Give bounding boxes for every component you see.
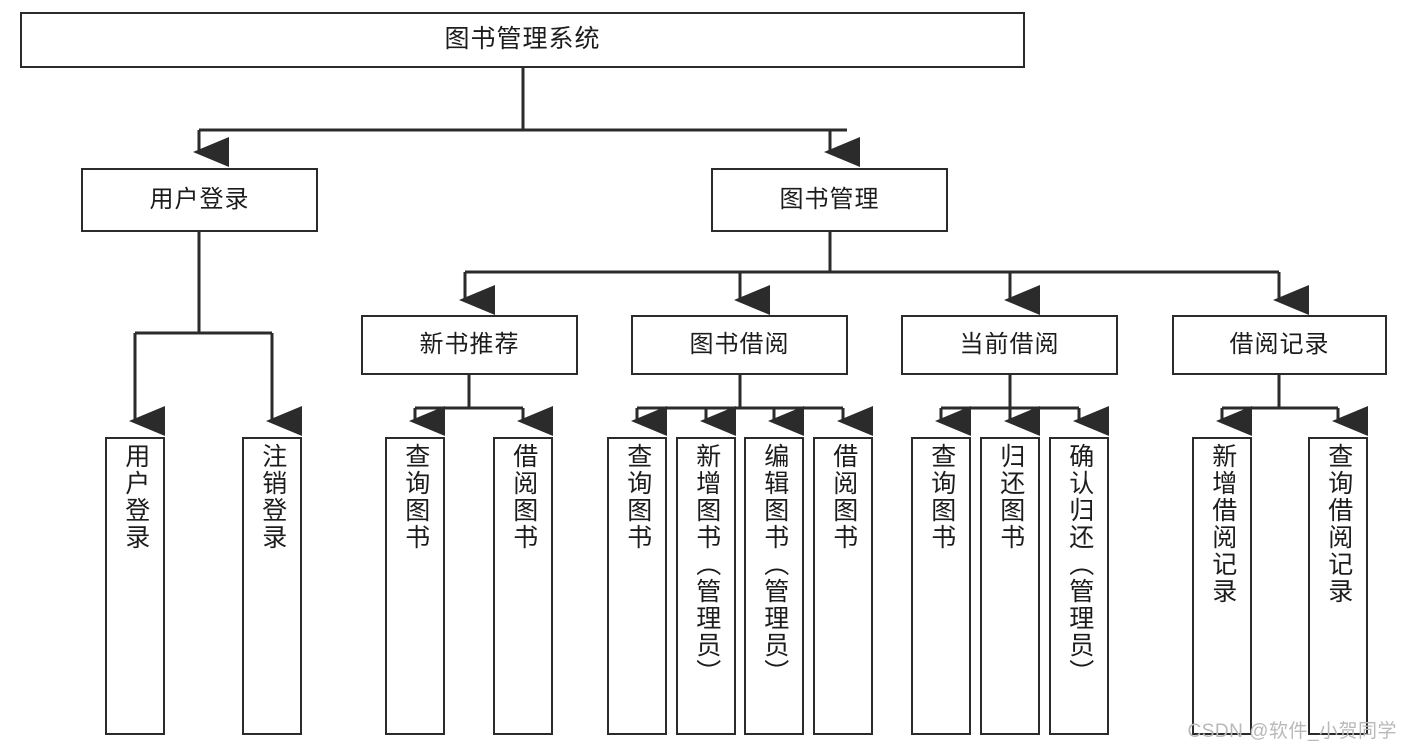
leaf-current-query-book[interactable]: 查询图书 [911,437,971,735]
node-book-management[interactable]: 图书管理 [711,168,948,232]
leaf-borrow-borrow-book[interactable]: 借阅图书 [813,437,873,735]
node-borrow-record[interactable]: 借阅记录 [1172,315,1387,375]
node-label: 借阅记录 [1229,330,1330,358]
leaf-record-add[interactable]: 新增借阅记录 [1192,437,1252,735]
node-label: 编辑图书（管理员） [760,443,789,686]
leaf-borrow-query-book[interactable]: 查询图书 [607,437,667,735]
node-user-login[interactable]: 用户登录 [81,168,318,232]
node-label: 借阅图书 [829,443,858,551]
node-book-borrow[interactable]: 图书借阅 [631,315,848,375]
node-label: 图书借阅 [689,330,790,358]
node-label: 图书管理 [779,185,880,213]
leaf-new-book-borrow[interactable]: 借阅图书 [493,437,553,735]
leaf-borrow-edit-book[interactable]: 编辑图书（管理员） [744,437,804,735]
node-label: 新增借阅记录 [1208,443,1237,605]
leaf-current-return-book[interactable]: 归还图书 [980,437,1040,735]
leaf-record-query[interactable]: 查询借阅记录 [1308,437,1368,735]
node-label: 注销登录 [258,443,287,551]
leaf-user-login-login[interactable]: 用户登录 [105,437,165,735]
node-label: 图书管理系统 [444,25,601,54]
node-root-system[interactable]: 图书管理系统 [20,12,1025,68]
node-label: 用户登录 [121,443,150,551]
node-label: 查询图书 [623,443,652,551]
csdn-watermark: CSDN @软件_小贺同学 [1187,721,1397,742]
node-label: 当前借阅 [959,330,1060,358]
node-label: 新书推荐 [419,330,520,358]
node-label: 用户登录 [149,185,250,213]
node-label: 查询图书 [927,443,956,551]
leaf-new-book-query[interactable]: 查询图书 [385,437,445,735]
node-current-borrow[interactable]: 当前借阅 [901,315,1118,375]
node-label: 借阅图书 [509,443,538,551]
node-label: 归还图书 [996,443,1025,551]
leaf-current-confirm-return[interactable]: 确认归还（管理员） [1049,437,1109,735]
node-new-book-recommend[interactable]: 新书推荐 [361,315,578,375]
node-label: 查询图书 [401,443,430,551]
node-label: 新增图书（管理员） [692,443,721,686]
node-label: 查询借阅记录 [1324,443,1353,605]
node-label: 确认归还（管理员） [1065,443,1094,686]
leaf-borrow-add-book[interactable]: 新增图书（管理员） [676,437,736,735]
leaf-user-login-logout[interactable]: 注销登录 [242,437,302,735]
